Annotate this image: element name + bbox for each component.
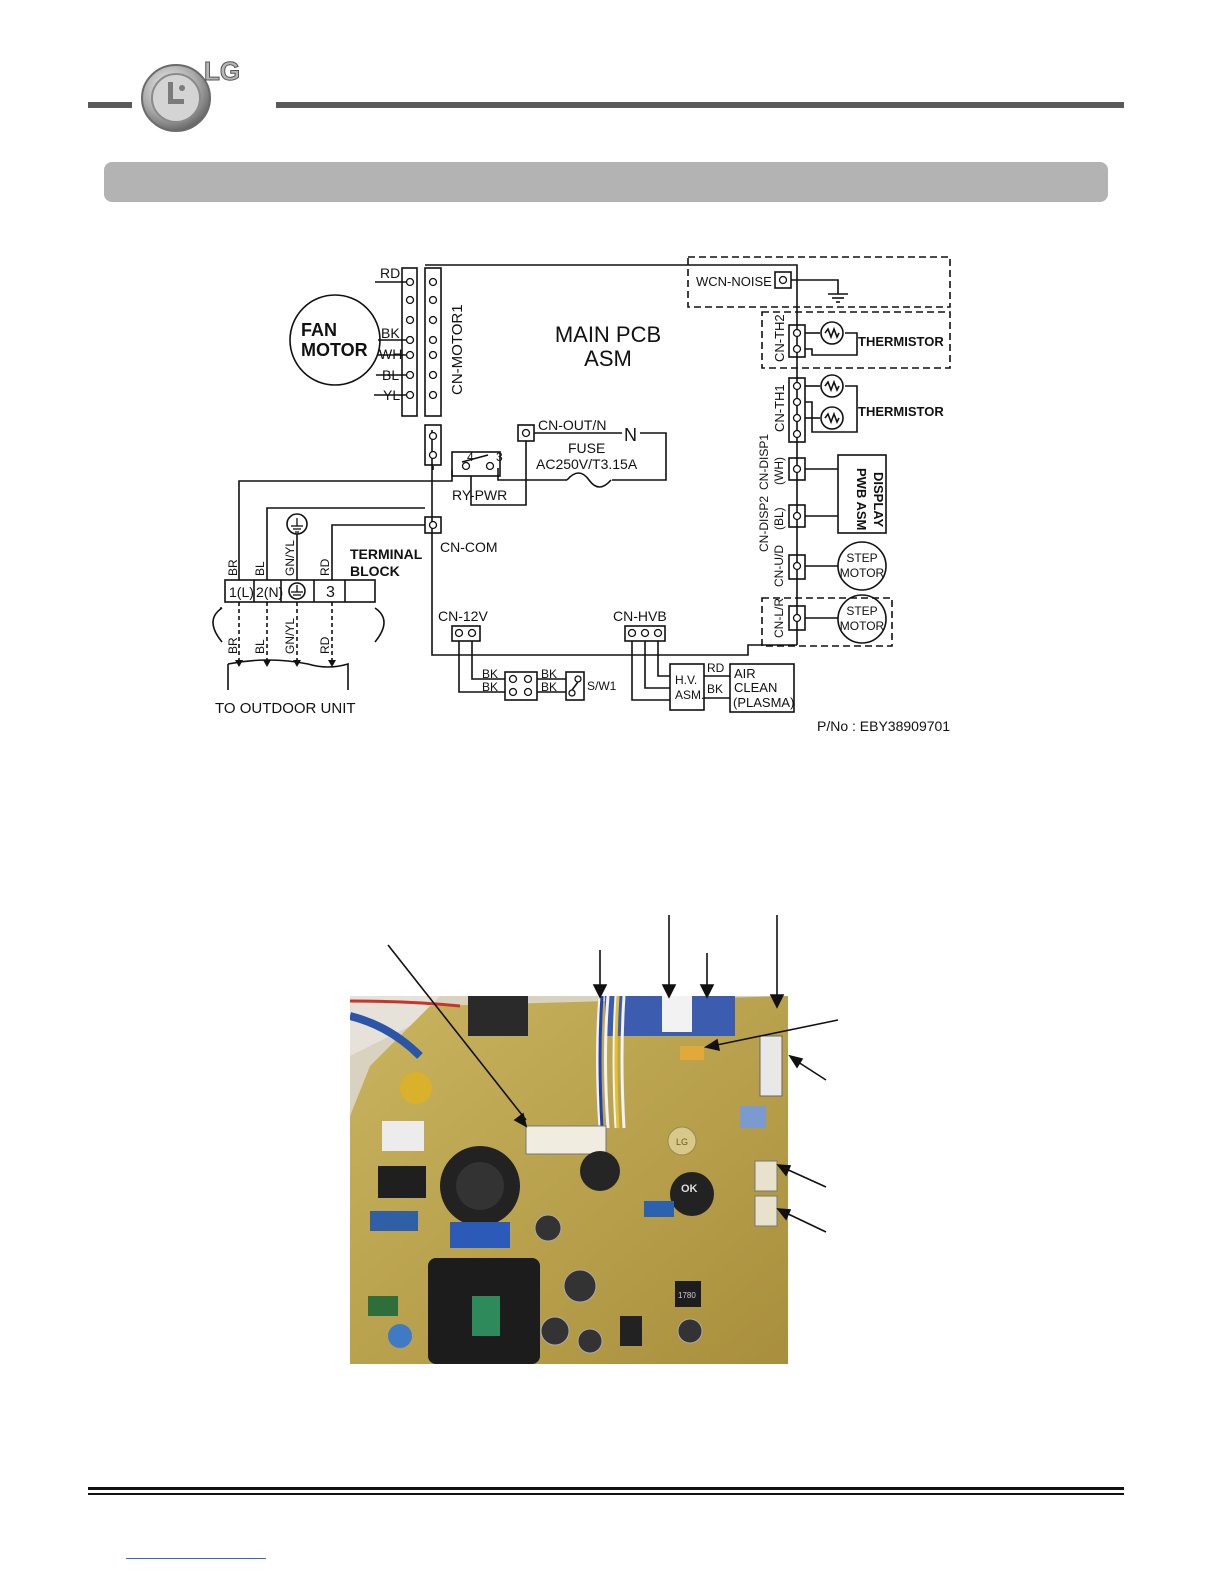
cn-disp1-color: (WH) <box>772 457 786 485</box>
hv-wire-label: RD <box>707 661 725 675</box>
cn-12v-label: CN-12V <box>438 608 488 624</box>
display-pwb-label: PWB ASM <box>854 468 869 530</box>
hv-asm-label: ASM. <box>675 688 704 702</box>
outdoor-wire-label: BL <box>253 639 267 654</box>
cn-ud-label: CN-U/D <box>772 545 786 587</box>
sw-wire-label: BK <box>541 680 557 694</box>
air-clean-label: AIR <box>734 666 756 681</box>
wiring-diagram: FAN MOTOR RD BK WH BL YL CN-MOTOR1 MAIN … <box>212 256 951 734</box>
cn-th2-label: CN-TH2 <box>772 314 787 362</box>
step-motor-label: STEP <box>846 604 877 618</box>
cn-lr-label: CN-L/R <box>772 598 786 638</box>
air-clean-label: CLEAN <box>734 680 777 695</box>
cn-disp1-label: CN-DISP1 <box>757 434 771 490</box>
pcb-silkscreen: LG <box>676 1137 688 1147</box>
section-title-bar <box>104 162 1108 202</box>
sw-wire-label: BK <box>482 667 498 681</box>
lg-logo: LG <box>141 56 241 132</box>
pcb-silkscreen: 1780 <box>678 1291 696 1300</box>
cn-th1-label: CN-TH1 <box>772 384 787 432</box>
terminal-wire-label: BR <box>226 559 240 576</box>
terminal-wire-label: BL <box>253 561 267 576</box>
main-pcb-label: ASM <box>584 346 632 371</box>
main-pcb-label: MAIN PCB <box>555 322 661 347</box>
hv-asm-label: H.V. <box>675 673 697 687</box>
wcn-noise-label: WCN-NOISE <box>696 274 772 289</box>
step-motor-label: MOTOR <box>840 619 885 633</box>
terminal-label: 3 <box>326 584 335 601</box>
wire-label: WH <box>379 346 402 362</box>
wire-label: BL <box>382 367 399 383</box>
hv-wire-label: BK <box>707 682 723 696</box>
terminal-block-label: BLOCK <box>350 563 400 579</box>
cn-out-n-label: CN-OUT/N <box>538 417 606 433</box>
air-clean-label: (PLASMA) <box>733 695 794 710</box>
header-rule <box>88 102 1124 108</box>
thermistor-label: THERMISTOR <box>858 334 944 349</box>
thermistor-label: THERMISTOR <box>858 404 944 419</box>
cn-hvb-label: CN-HVB <box>613 608 667 624</box>
cn-disp2-label: CN-DISP2 <box>757 496 771 552</box>
part-number: P/No : EBY38909701 <box>817 718 950 734</box>
terminal-label: 2(N) <box>256 584 283 600</box>
outdoor-wire-label: GN/YL <box>283 618 297 654</box>
to-outdoor-label: TO OUTDOOR UNIT <box>215 700 356 717</box>
lg-logo-text: LG <box>204 56 240 86</box>
fuse-label: FUSE <box>568 440 605 456</box>
relay <box>468 996 528 1036</box>
footer-rule <box>88 1487 1124 1490</box>
fuse-rating: AC250V/T3.15A <box>536 456 638 472</box>
sw-wire-label: BK <box>541 667 557 681</box>
motor-connector <box>525 1125 607 1155</box>
lg-logo-mark <box>141 64 211 132</box>
step-motor-label: STEP <box>846 551 877 565</box>
fan-motor-label: MOTOR <box>301 340 368 360</box>
wire-label: YL <box>383 387 400 403</box>
step-motor-label: MOTOR <box>840 566 885 580</box>
terminal-block-label: TERMINAL <box>350 546 423 562</box>
pcb-silkscreen: OK <box>681 1183 698 1195</box>
neutral-mark: N <box>624 425 637 445</box>
ry-pwr-label: RY-PWR <box>452 487 507 503</box>
terminal-label: 1(L) <box>229 584 254 600</box>
outdoor-wire-label: RD <box>318 636 332 654</box>
wire-label: RD <box>380 265 400 281</box>
outdoor-wire-label: BR <box>226 637 240 654</box>
terminal-wire-label: GN/YL <box>283 540 297 576</box>
cn-com-label: CN-COM <box>440 539 498 555</box>
relay-pin: 3 <box>496 450 503 464</box>
wire-label: BK <box>381 325 400 341</box>
footer-rule <box>88 1493 1124 1495</box>
sw-wire-label: BK <box>482 680 498 694</box>
display-pwb-label: DISPLAY <box>871 472 886 527</box>
cn-motor1-label: CN-MOTOR1 <box>449 304 466 395</box>
cn-disp2-color: (BL) <box>772 507 786 530</box>
terminal-wire-label: RD <box>318 558 332 576</box>
relay-pin: 4 <box>467 450 474 464</box>
pcb-photo: LG OK 1780 <box>350 996 788 1364</box>
sw1-label: S/W1 <box>587 679 617 693</box>
footer-link-underline[interactable] <box>126 1558 266 1559</box>
fan-motor-label: FAN <box>301 320 337 340</box>
